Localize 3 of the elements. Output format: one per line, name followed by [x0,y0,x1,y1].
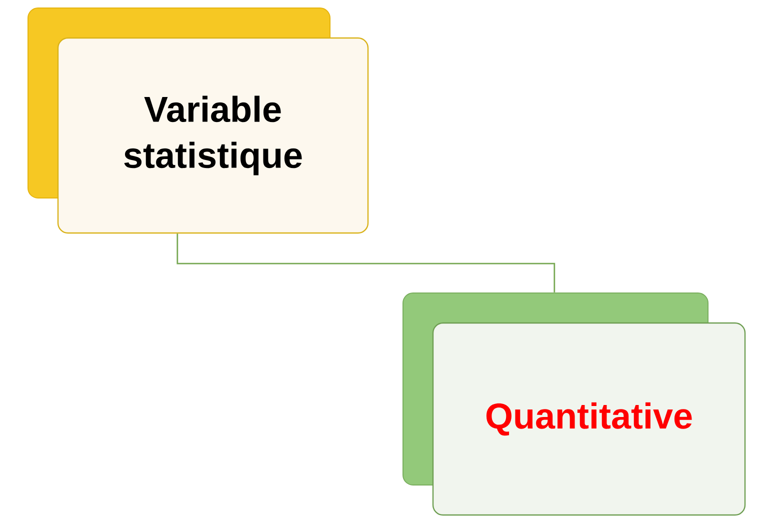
stacked-box: Variable statistique [28,8,369,234]
connector-line [176,234,556,292]
stacked-box: Quantitative [402,292,746,516]
